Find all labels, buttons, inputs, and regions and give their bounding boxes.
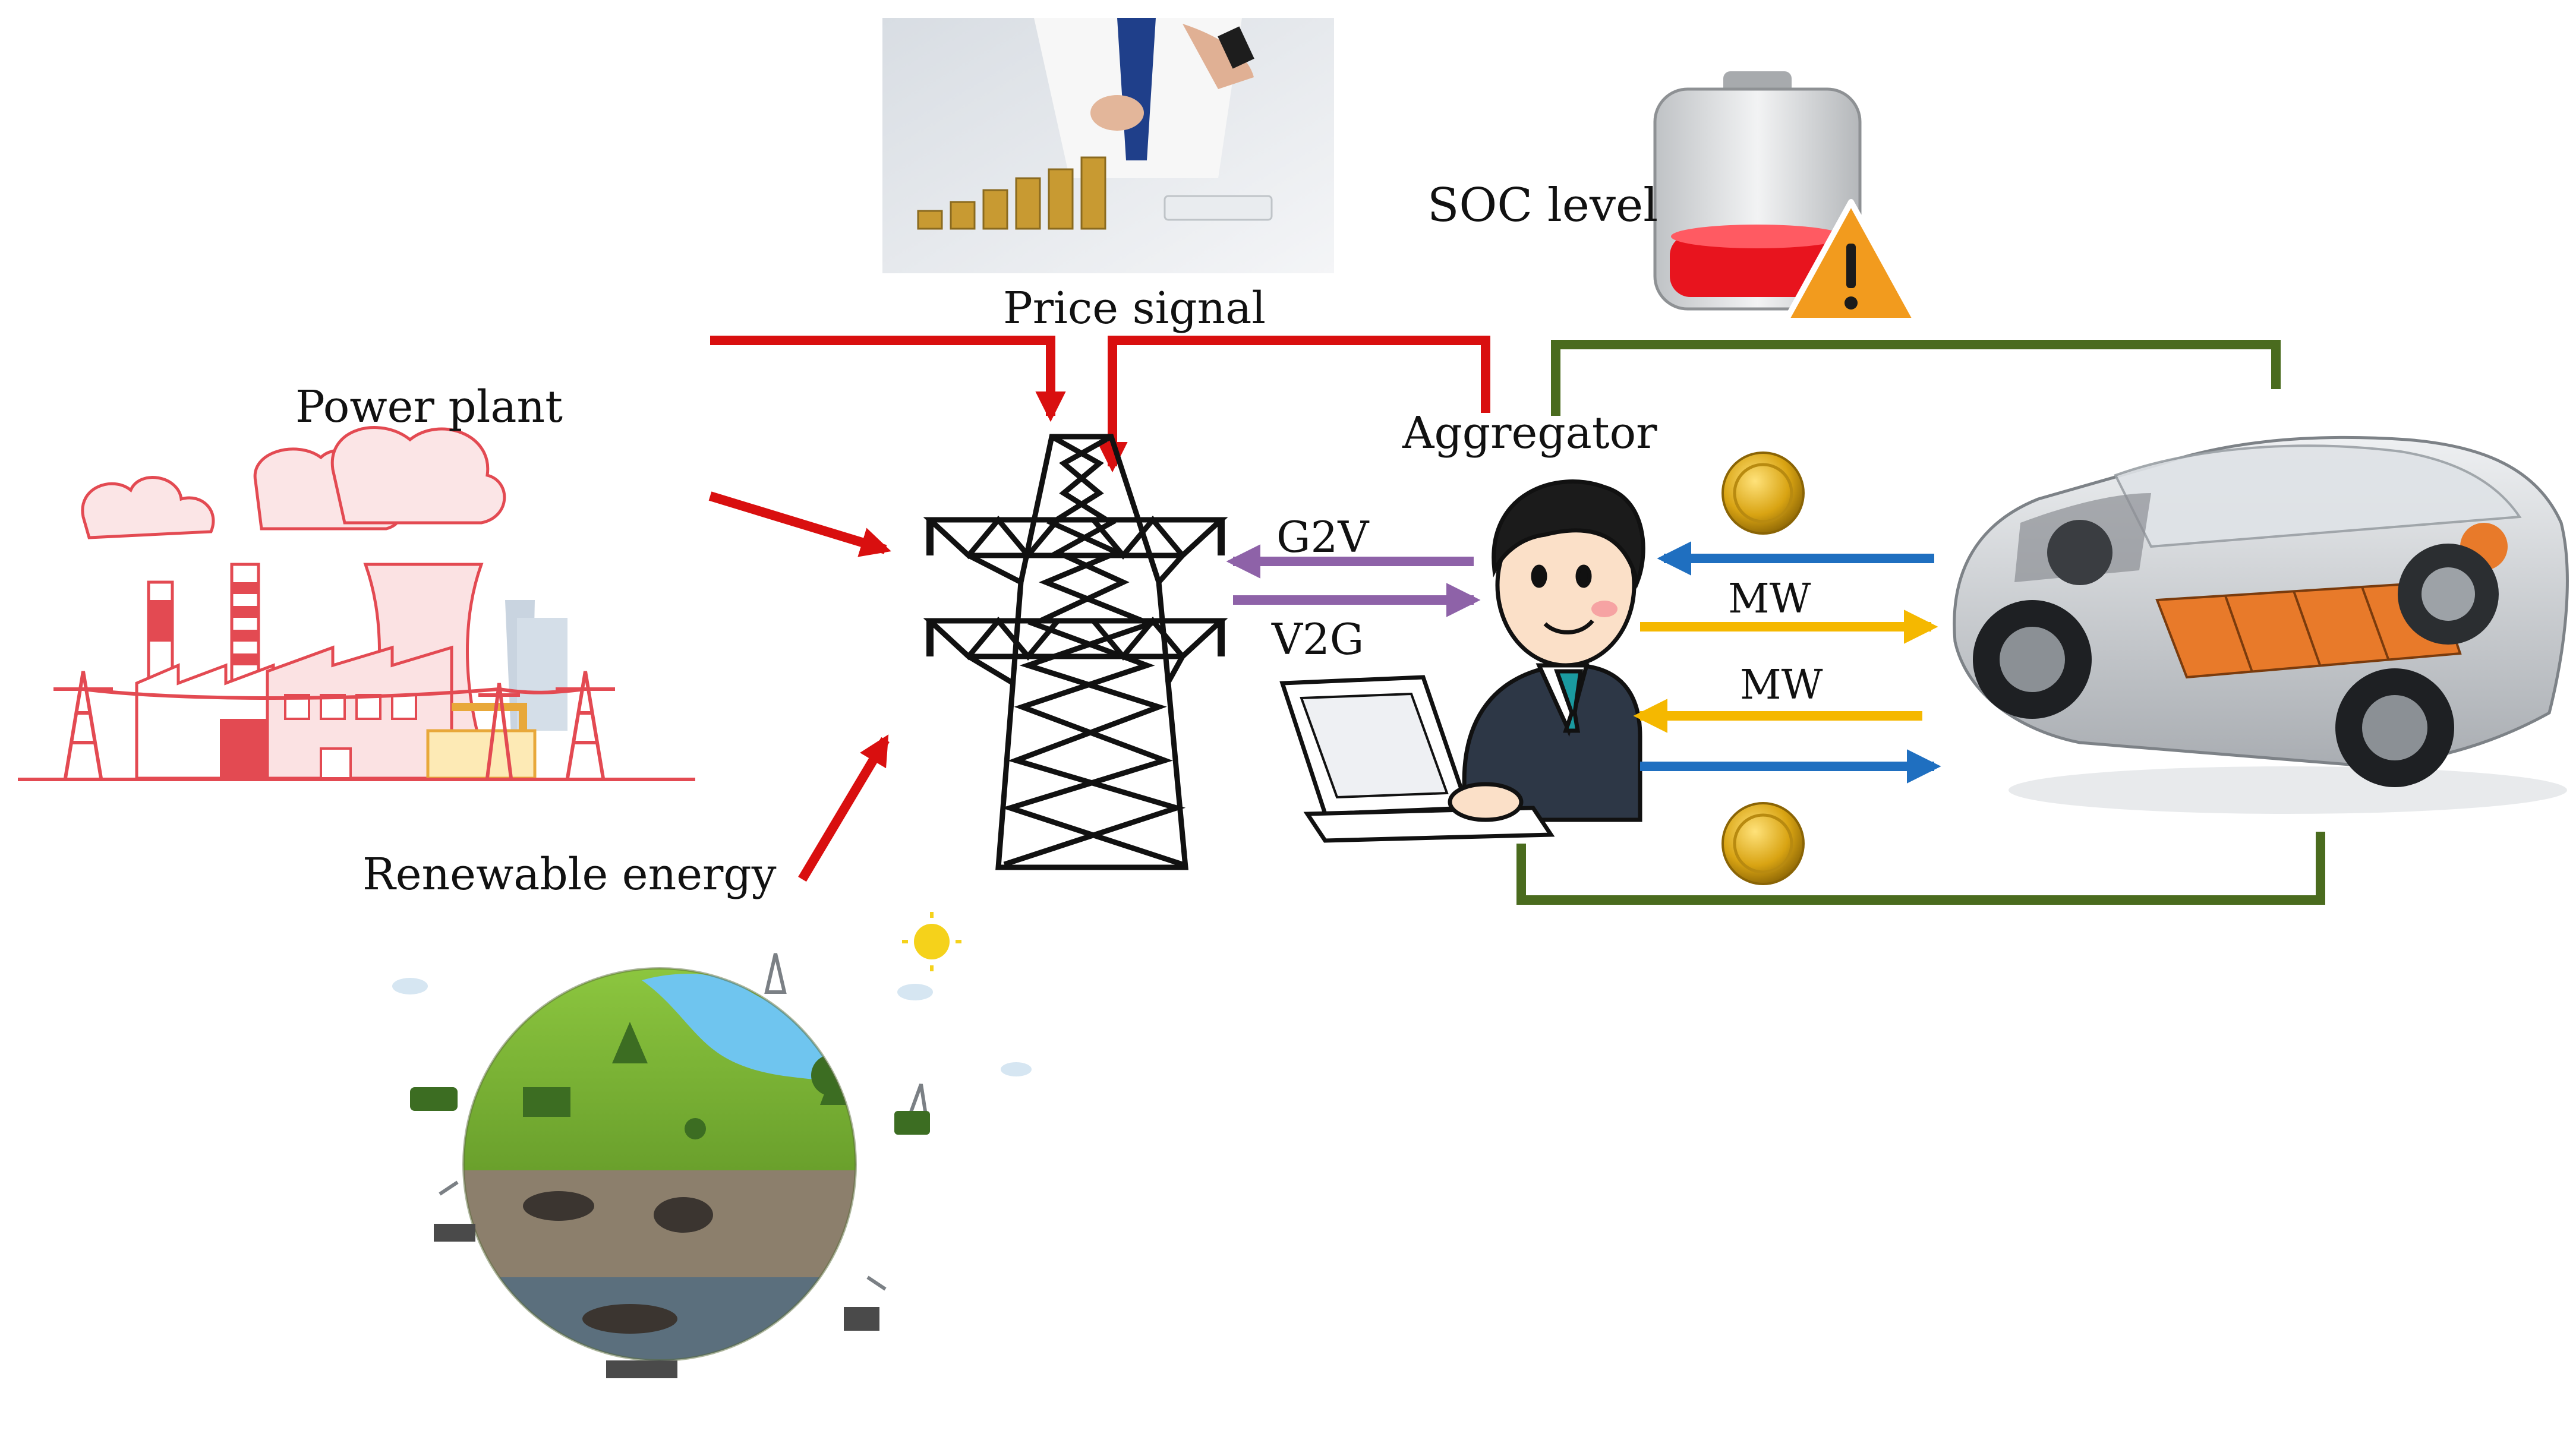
mw-label-top: MW [1728, 576, 1811, 623]
signal-arrow-right [1097, 336, 1490, 473]
g2v-label: G2V [1276, 512, 1369, 562]
aggregator-label: Aggregator [1402, 408, 1657, 459]
soc-level-label: SOC level [1427, 179, 1659, 232]
gold-coin-icon [1721, 451, 1805, 535]
warning-triangle-icon [1783, 199, 1919, 324]
grid-flow-arrows [1226, 544, 1481, 617]
renewable-energy-label: Renewable energy [362, 849, 777, 900]
aggregator-person-icon [1279, 479, 1645, 843]
power-plant-label: Power plant [295, 381, 563, 432]
price-signal-photo-icon [882, 18, 1334, 273]
price-signal-label: Price signal [1003, 283, 1266, 334]
bottom-bracket [1516, 832, 2325, 905]
car-wheel [1973, 544, 2499, 787]
ev-flow-arrows [1633, 541, 1941, 784]
mw-label-bottom: MW [1740, 662, 1823, 709]
v2g-label: V2G [1272, 614, 1364, 664]
eco-earth-globe-icon [392, 912, 1032, 1378]
gold-coin-icon-lower [1721, 802, 1805, 885]
signal-arrow-left [710, 336, 1066, 422]
power-plant-arrow [708, 491, 891, 557]
renewable-arrow [798, 734, 890, 882]
power-plant-icon [18, 426, 695, 781]
transmission-tower-icon [923, 434, 1228, 870]
low-battery-icon [1653, 71, 1862, 311]
top-bracket [1551, 340, 2281, 416]
connection-brackets [1516, 340, 2325, 905]
price-signal-arrows [708, 336, 1490, 882]
electric-car-cutaway-icon [1953, 435, 2569, 814]
